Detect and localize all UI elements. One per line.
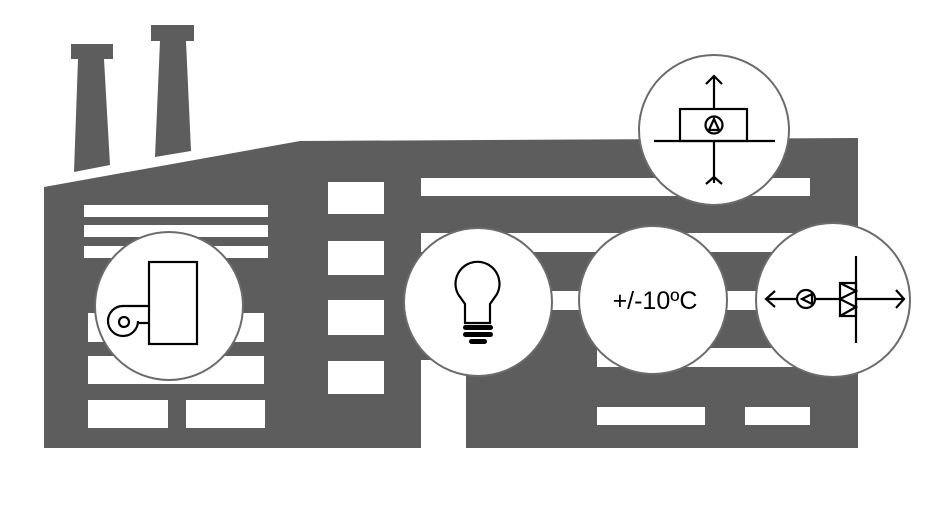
- temperature-label: +/-10ºC: [613, 287, 698, 315]
- fan-badge: [94, 231, 244, 381]
- fan-icon: [106, 260, 199, 346]
- chimney-left: [71, 44, 113, 172]
- chimney-right: [151, 25, 194, 157]
- light-bulb-badge: [403, 227, 553, 377]
- ventilation-unit-badge: [638, 54, 790, 206]
- light-bulb-icon: [454, 260, 501, 344]
- pump-valve-badge: [755, 222, 911, 378]
- ventilation-unit-icon: [654, 74, 775, 185]
- pump-valve-icon: [764, 256, 906, 343]
- temperature-badge: +/-10ºC: [578, 225, 728, 375]
